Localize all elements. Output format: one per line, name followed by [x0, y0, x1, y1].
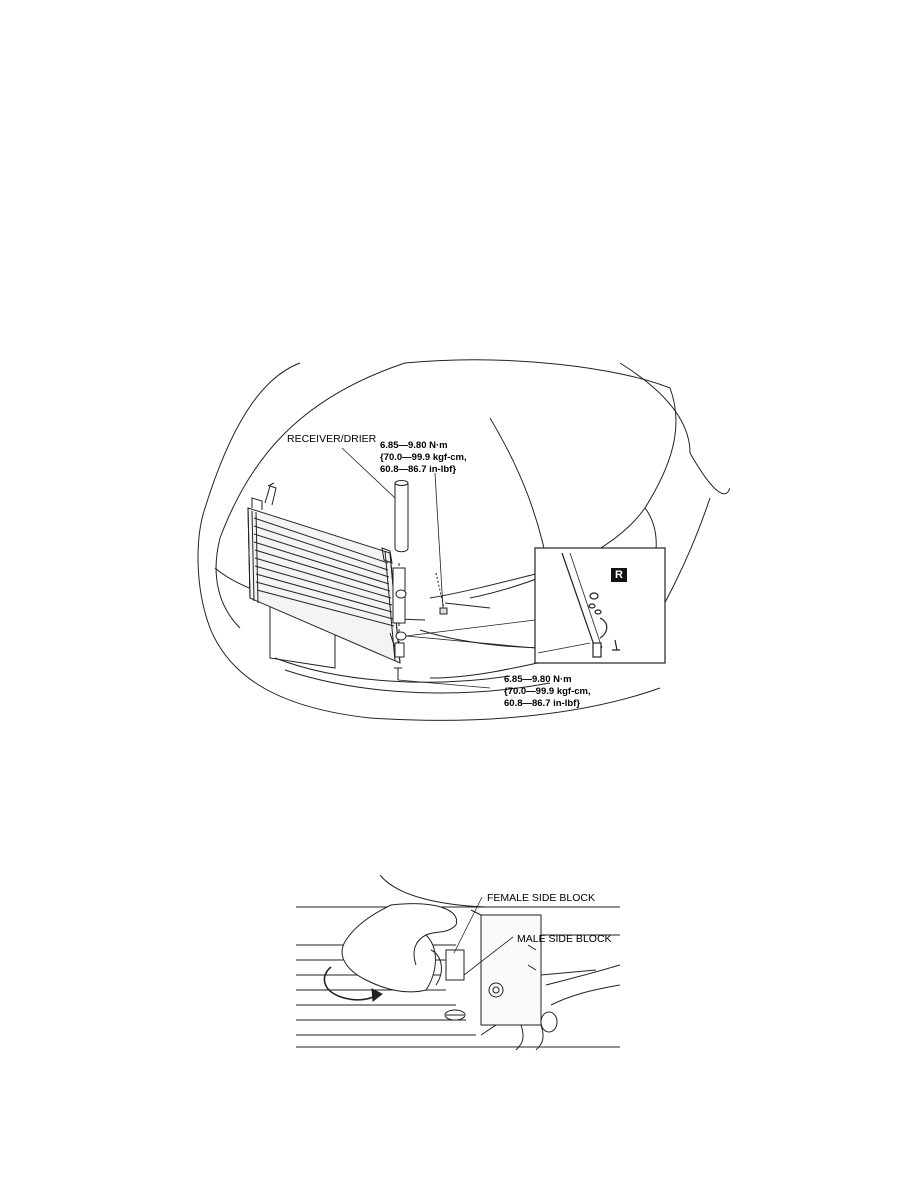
label-male-side-block: MALE SIDE BLOCK	[517, 933, 612, 945]
torque-upper-line-3: 60.8—86.7 in-lbf}	[380, 464, 457, 475]
torque-lower-line-1: 6.85—9.80 N·m	[504, 674, 572, 685]
torque-lower-line-2: {70.0—99.9 kgf-cm,	[504, 686, 591, 697]
vehicle-front-drawing	[197, 359, 730, 721]
torque-spec-upper: 6.85—9.80 N·m {70.0—99.9 kgf-cm, 60.8—86…	[380, 440, 467, 476]
condenser	[247, 482, 401, 664]
label-female-side-block: FEMALE SIDE BLOCK	[487, 892, 595, 904]
receiver-drier-illustration: RECEIVER/DRIER 6.85—9.80 N·m {70.0—99.9 …	[190, 358, 730, 730]
leader-lines	[341, 447, 536, 689]
label-receiver-drier: RECEIVER/DRIER	[287, 433, 377, 445]
side-block-drawing	[296, 875, 620, 1050]
torque-lower-line-3: 60.8—86.7 in-lbf}	[504, 698, 581, 709]
torque-spec-lower: 6.85—9.80 N·m {70.0—99.9 kgf-cm, 60.8—86…	[504, 674, 591, 710]
side-block-illustration: FEMALE SIDE BLOCK MALE SIDE BLOCK	[296, 875, 620, 1050]
replace-mark-badge: R	[611, 568, 627, 582]
inset-detail	[534, 547, 666, 664]
torque-upper-line-2: {70.0—99.9 kgf-cm,	[380, 452, 467, 463]
torque-upper-line-1: 6.85—9.80 N·m	[380, 440, 448, 451]
receiver-drier-cylinder	[392, 480, 409, 680]
